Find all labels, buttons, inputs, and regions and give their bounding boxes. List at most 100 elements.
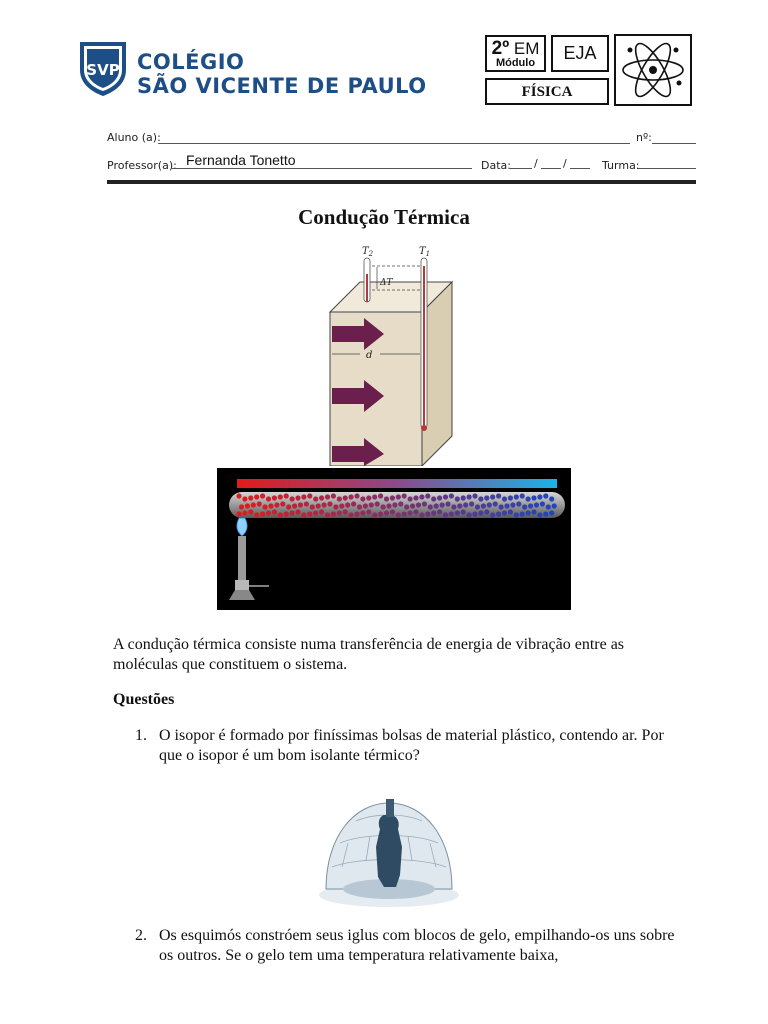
molecule xyxy=(292,503,298,509)
molecule xyxy=(354,493,360,499)
molecule xyxy=(421,501,427,507)
molecule xyxy=(543,511,549,517)
molecule xyxy=(265,510,272,516)
molecule xyxy=(398,501,404,507)
molecule xyxy=(448,493,454,499)
molecule xyxy=(319,509,325,515)
molecule xyxy=(457,503,463,509)
molecule xyxy=(372,512,378,518)
molecule xyxy=(283,493,289,499)
molecule xyxy=(501,496,508,502)
molecule xyxy=(345,502,351,508)
intro-paragraph: A condução térmica consiste numa transfe… xyxy=(113,636,625,673)
school-name-line2: SÃO VICENTE DE PAULO xyxy=(137,74,427,98)
molecule xyxy=(301,494,307,500)
teacher-field[interactable] xyxy=(172,168,472,169)
molecule xyxy=(531,509,537,515)
molecule xyxy=(437,495,443,501)
molecule xyxy=(356,504,363,510)
molecule xyxy=(389,495,395,501)
molecule xyxy=(271,509,277,515)
molecule xyxy=(277,512,283,518)
header-divider xyxy=(107,180,696,184)
molecule xyxy=(274,502,280,508)
molecule xyxy=(313,510,319,516)
molecule xyxy=(238,504,245,510)
molecule xyxy=(392,502,398,508)
molecule xyxy=(313,496,319,502)
molecule xyxy=(307,511,313,517)
page-title: Condução Térmica xyxy=(298,205,470,229)
molecule xyxy=(321,502,327,508)
teacher-name: Fernanda Tonetto xyxy=(186,152,296,168)
molecule xyxy=(336,510,342,516)
molecule xyxy=(250,502,256,508)
molecule xyxy=(472,511,478,517)
date-year-field[interactable] xyxy=(570,168,590,169)
molecule xyxy=(366,495,372,501)
molecule xyxy=(389,509,395,515)
molecule xyxy=(271,495,277,501)
number-field[interactable] xyxy=(652,143,696,144)
molecule xyxy=(454,510,460,516)
class-field[interactable] xyxy=(638,168,696,169)
grade-number: 2º xyxy=(491,38,510,59)
student-field[interactable] xyxy=(158,143,630,144)
molecule xyxy=(519,511,525,517)
molecule xyxy=(342,495,348,501)
molecule xyxy=(236,511,242,517)
molecule xyxy=(415,502,422,508)
molecule xyxy=(454,496,460,502)
molecule xyxy=(528,503,534,509)
molecule xyxy=(327,501,333,507)
molecule xyxy=(451,504,457,510)
molecule xyxy=(301,512,307,518)
molecule xyxy=(395,512,401,518)
molecule xyxy=(496,493,502,499)
molecule xyxy=(539,501,545,507)
molecule xyxy=(295,495,301,501)
logo-letters: SVP xyxy=(86,61,119,79)
molecule xyxy=(315,503,321,509)
molecule xyxy=(348,494,354,500)
molecule xyxy=(490,512,496,518)
molecule xyxy=(401,493,407,499)
molecule xyxy=(368,502,374,508)
molecule xyxy=(425,511,431,517)
molecule xyxy=(330,511,336,517)
molecule xyxy=(244,503,250,509)
molecule xyxy=(478,496,484,502)
date-month-field[interactable] xyxy=(541,168,561,169)
date-day-field[interactable] xyxy=(510,168,532,169)
molecule xyxy=(366,509,372,515)
svg-text:T1: T1 xyxy=(419,246,430,258)
molecule xyxy=(507,509,513,515)
molecule xyxy=(303,501,309,507)
molecule xyxy=(474,504,481,510)
grade-module: Módulo xyxy=(495,57,536,69)
molecule xyxy=(507,495,513,501)
molecule xyxy=(354,511,360,517)
molecule xyxy=(549,496,555,502)
molecule xyxy=(401,511,407,517)
question-number: 2. xyxy=(135,927,147,944)
questions-heading: Questões xyxy=(113,691,175,708)
molecule xyxy=(286,504,292,510)
molecule xyxy=(362,503,368,509)
student-label: Aluno (a): xyxy=(107,131,161,144)
molecule xyxy=(236,493,242,499)
molecule xyxy=(427,504,433,510)
delta-t-label: ΔT xyxy=(379,278,393,288)
molecule xyxy=(537,512,543,518)
molecule xyxy=(531,495,537,501)
molecule xyxy=(478,510,484,516)
molecule xyxy=(466,512,472,518)
molecule xyxy=(380,504,386,510)
school-logo-icon: SVP xyxy=(80,42,126,96)
molecule xyxy=(472,493,478,499)
date-label: Data: xyxy=(481,159,511,172)
molecule xyxy=(504,503,510,509)
molecule xyxy=(410,503,416,509)
molecule xyxy=(413,495,419,501)
school-name-line1: COLÉGIO xyxy=(137,50,245,74)
